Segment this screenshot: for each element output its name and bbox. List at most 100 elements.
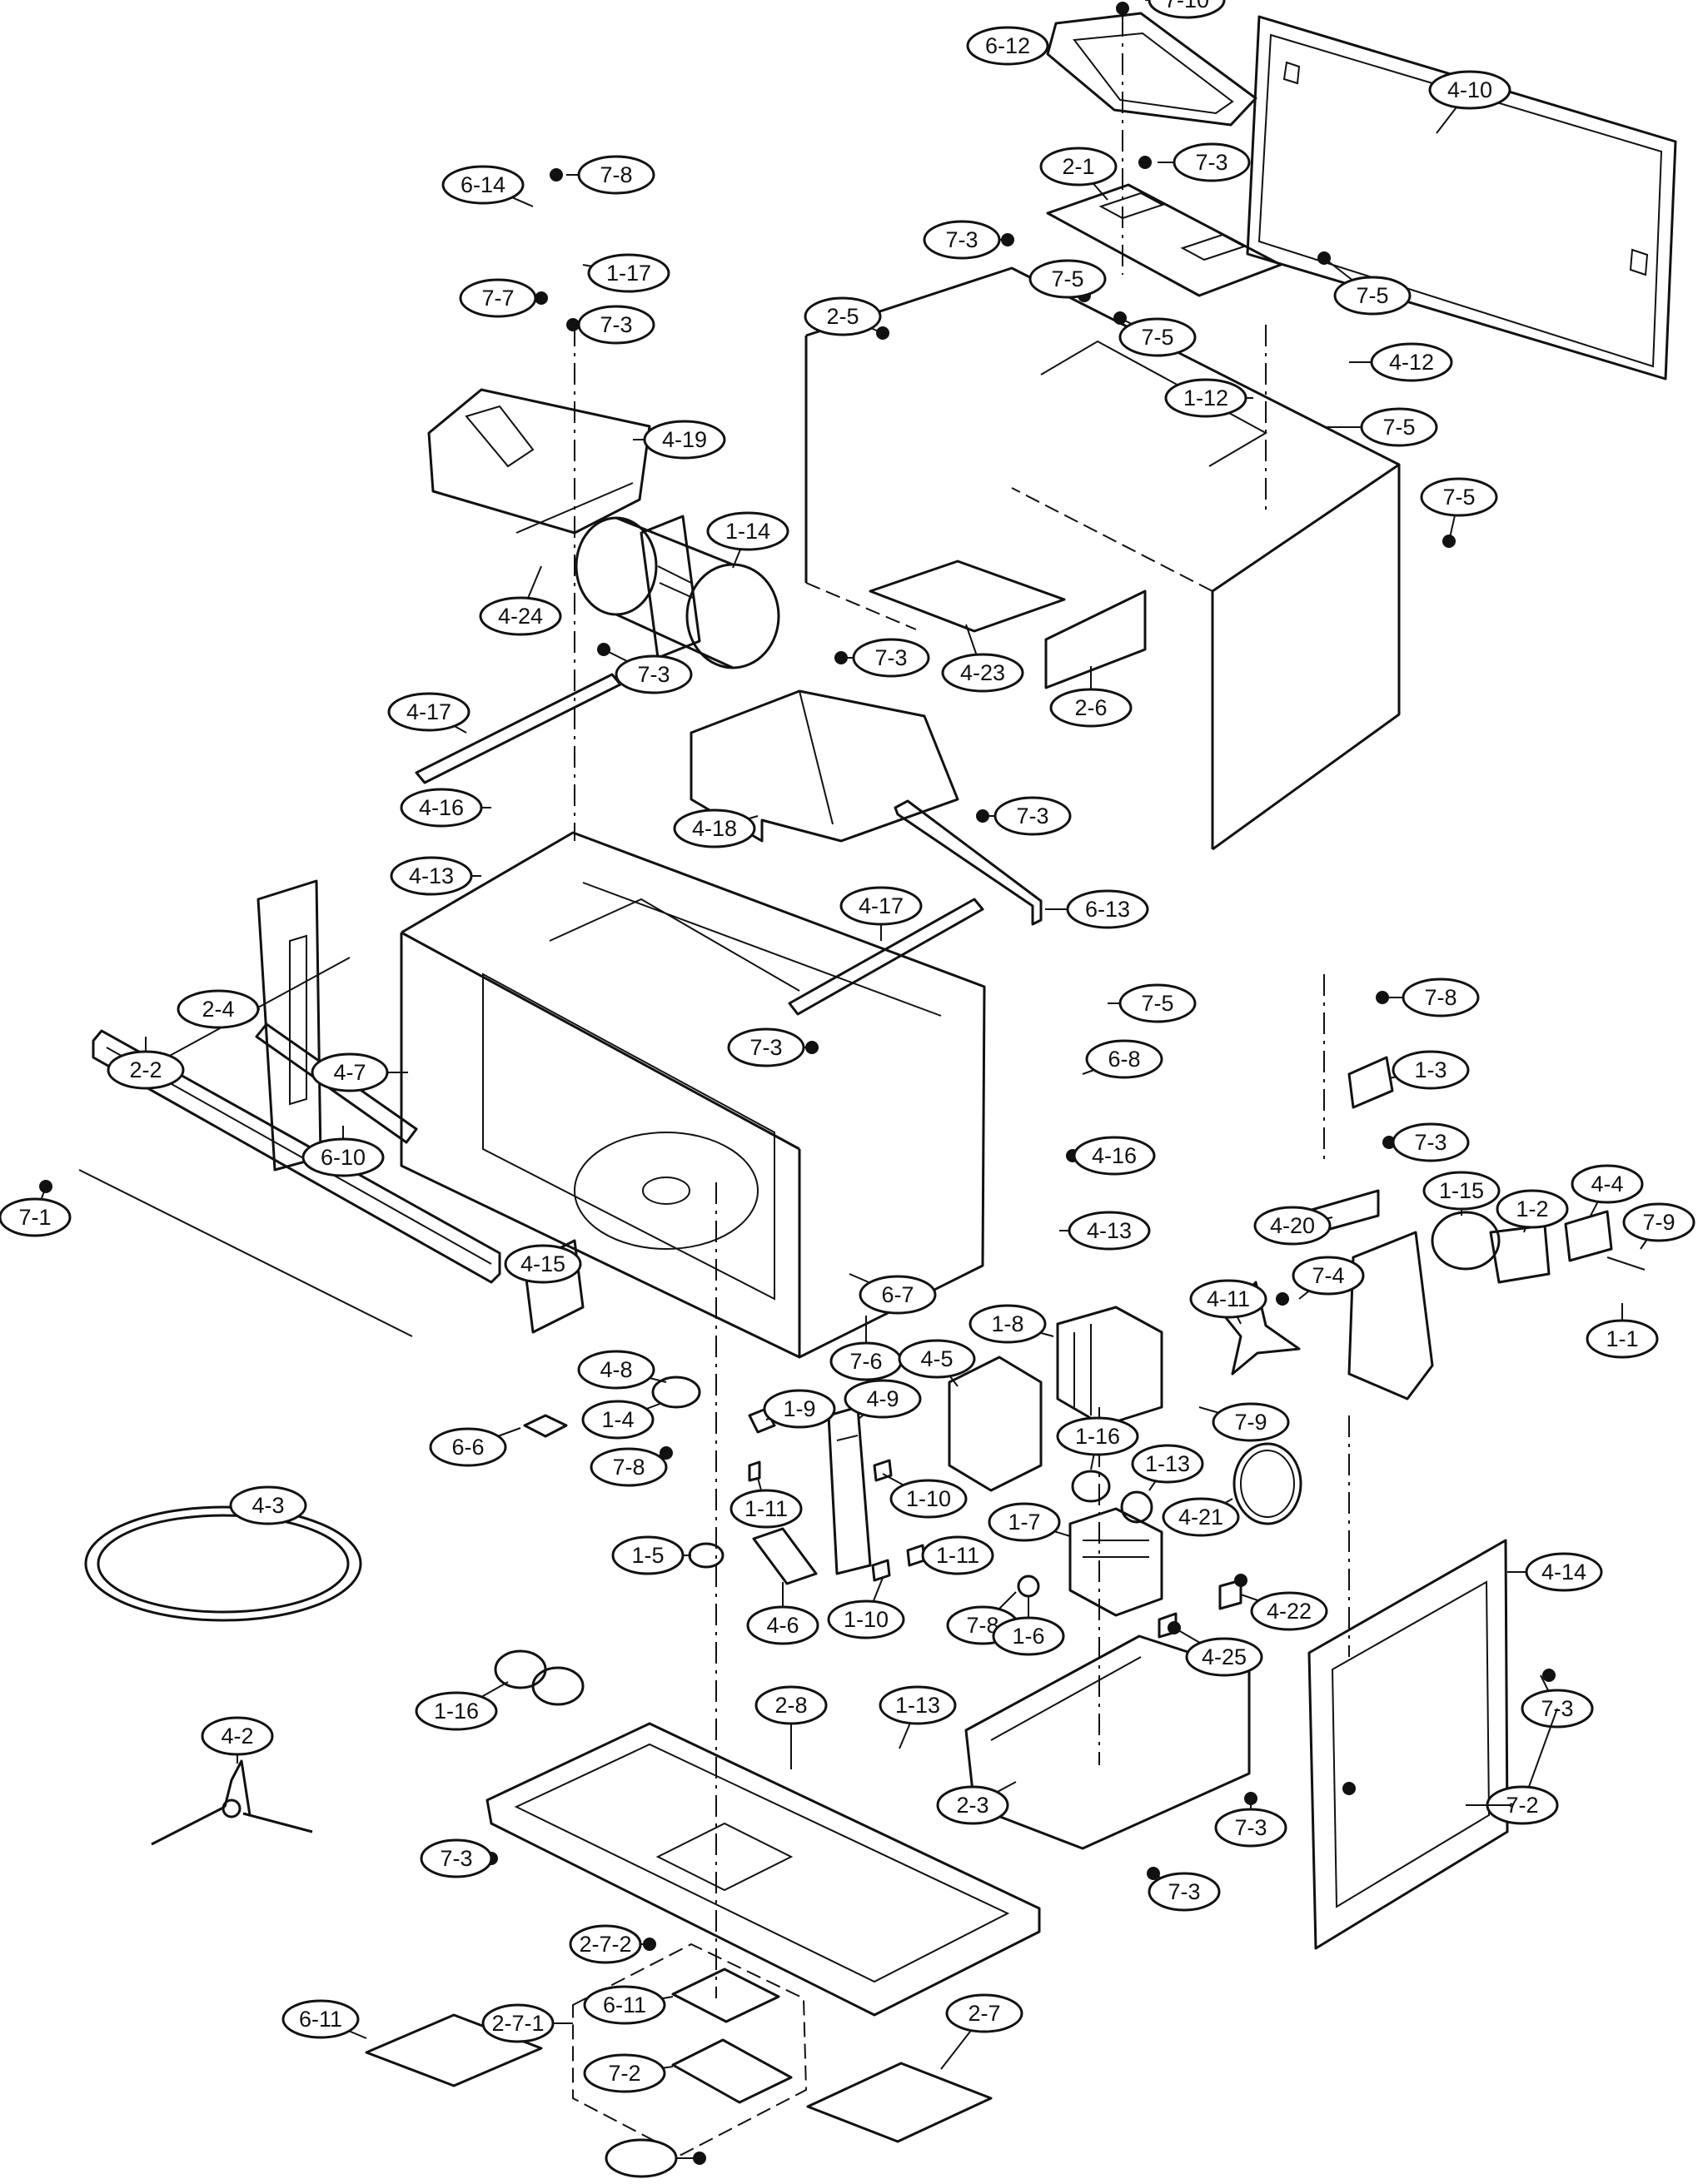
callout: 4-10: [1428, 70, 1511, 134]
svg-text:7-3: 7-3: [600, 312, 632, 337]
callout: 6-11: [281, 1999, 367, 2039]
top-plate-2-1: [1046, 183, 1282, 297]
svg-text:4-20: 4-20: [1270, 1213, 1315, 1238]
svg-text:7-4: 7-4: [1312, 1263, 1344, 1288]
callout: 1-8: [969, 1304, 1054, 1344]
svg-text:2-3: 2-3: [956, 1793, 988, 1818]
callout: 6-10: [301, 1126, 385, 1177]
callout: 4-7: [311, 1052, 408, 1092]
svg-text:1-13: 1-13: [1145, 1451, 1190, 1476]
svg-text:7-3: 7-3: [1016, 803, 1048, 828]
svg-text:7-5: 7-5: [1442, 485, 1475, 510]
svg-text:7-3: 7-3: [440, 1846, 472, 1871]
svg-text:2-6: 2-6: [1074, 695, 1107, 720]
callout: 7-8: [566, 155, 655, 195]
callout: 7-7: [459, 278, 541, 318]
svg-text:4-6: 4-6: [766, 1613, 799, 1638]
callout: 1-4: [581, 1400, 663, 1440]
svg-text:7-3: 7-3: [1414, 1130, 1447, 1155]
callout: 6-6: [429, 1427, 521, 1467]
callout: 4-12: [1349, 342, 1453, 382]
svg-text:1-4: 1-4: [601, 1407, 634, 1432]
callout: 4-8: [577, 1350, 667, 1390]
screw-icon: [1138, 156, 1152, 169]
svg-text:7-3: 7-3: [874, 645, 907, 670]
callout: 7-8: [590, 1447, 668, 1487]
screw-icon: [1542, 1669, 1556, 1682]
latch-4-6: [752, 1527, 818, 1585]
callout: 4-18: [673, 808, 759, 848]
callout: 7-3: [727, 1027, 812, 1067]
svg-text:4-11: 4-11: [1207, 1286, 1250, 1311]
callout: 7-5: [1028, 259, 1107, 299]
callout: 7-3: [983, 796, 1072, 836]
plate-4-23: [869, 560, 1066, 633]
callout: 4-9: [844, 1379, 922, 1420]
bottom-plate-2-8: [485, 1722, 1041, 2017]
callout: 1-10: [882, 1473, 968, 1519]
svg-text:4-2: 4-2: [221, 1724, 253, 1749]
svg-text:7-5: 7-5: [1141, 991, 1173, 1016]
svg-text:2-4: 2-4: [202, 997, 234, 1022]
svg-text:4-23: 4-23: [960, 660, 1005, 685]
assembly-lines: [78, 15, 1350, 1998]
svg-text:4-16: 4-16: [419, 795, 464, 820]
svg-text:4-24: 4-24: [498, 604, 543, 629]
svg-text:4-12: 4-12: [1389, 350, 1434, 375]
callout: 6-11: [583, 1985, 674, 2025]
svg-text:1-15: 1-15: [1439, 1178, 1484, 1203]
callout: 2-2: [107, 1037, 185, 1090]
callout: 4-2: [201, 1716, 274, 1764]
svg-text:1-16: 1-16: [434, 1699, 479, 1724]
callout: 7-3: [1214, 1798, 1287, 1848]
svg-text:4-8: 4-8: [600, 1357, 632, 1382]
part-drawings: [78, 12, 1677, 2157]
callout: 7-5: [1323, 257, 1412, 316]
fan-motor-assembly-4-20: [1304, 1189, 1646, 1400]
svg-text:7-2: 7-2: [608, 2061, 640, 2086]
callout: 1-11: [729, 1477, 803, 1529]
callout: 7-3: [420, 1838, 493, 1878]
svg-text:4-9: 4-9: [866, 1386, 899, 1411]
callout: 1-2: [1496, 1189, 1569, 1233]
callout: 7-3: [841, 638, 930, 678]
svg-text:1-10: 1-10: [844, 1607, 889, 1632]
callout: 1-5: [611, 1535, 691, 1575]
svg-text:1-1: 1-1: [1606, 1326, 1638, 1351]
screw-icon: [1116, 2, 1129, 15]
screw-icon: [1234, 1574, 1247, 1587]
callout: 7-2: [1486, 1708, 1559, 1825]
magnetron-1-8: [1056, 1306, 1163, 1427]
side-panel-4-14: [1307, 1539, 1509, 1950]
callout: 2-7-1: [481, 2003, 573, 2043]
callout: 7-2: [1466, 1803, 1514, 1808]
callout: 7-5: [1420, 477, 1498, 542]
callout: 2-4: [177, 989, 260, 1029]
callout: 2-5: [804, 296, 884, 336]
callout: 7-3: [1148, 1872, 1221, 1912]
block-4-22: [1218, 1579, 1242, 1610]
screw-markers: [39, 2, 1556, 2165]
callout: 4-24: [479, 565, 562, 636]
callout: 6-13: [1045, 889, 1149, 929]
svg-text:7-7: 7-7: [481, 286, 514, 311]
svg-text:2-7-1: 2-7-1: [491, 2011, 544, 2036]
callout: 2-7: [940, 1993, 1023, 2070]
plate-2-6: [1044, 590, 1147, 689]
svg-text:1-11: 1-11: [744, 1496, 788, 1521]
callout: 7-1: [0, 1186, 72, 1237]
callout: 1-14: [706, 511, 789, 569]
svg-text:6-11: 6-11: [299, 2007, 342, 2032]
callout: 7-3: [923, 220, 1008, 260]
callout: 7-2: [583, 2053, 674, 2093]
svg-text:7-9: 7-9: [1642, 1210, 1675, 1235]
svg-text:4-17: 4-17: [859, 893, 904, 918]
screw-icon: [1342, 1782, 1356, 1795]
svg-text:6-13: 6-13: [1085, 897, 1130, 922]
svg-text:4-25: 4-25: [1202, 1644, 1247, 1669]
callout: 4-14: [1507, 1552, 1603, 1592]
svg-text:6-8: 6-8: [1108, 1047, 1140, 1072]
callout: 4-25: [1173, 1627, 1263, 1677]
svg-text:7-1: 7-1: [18, 1205, 51, 1230]
